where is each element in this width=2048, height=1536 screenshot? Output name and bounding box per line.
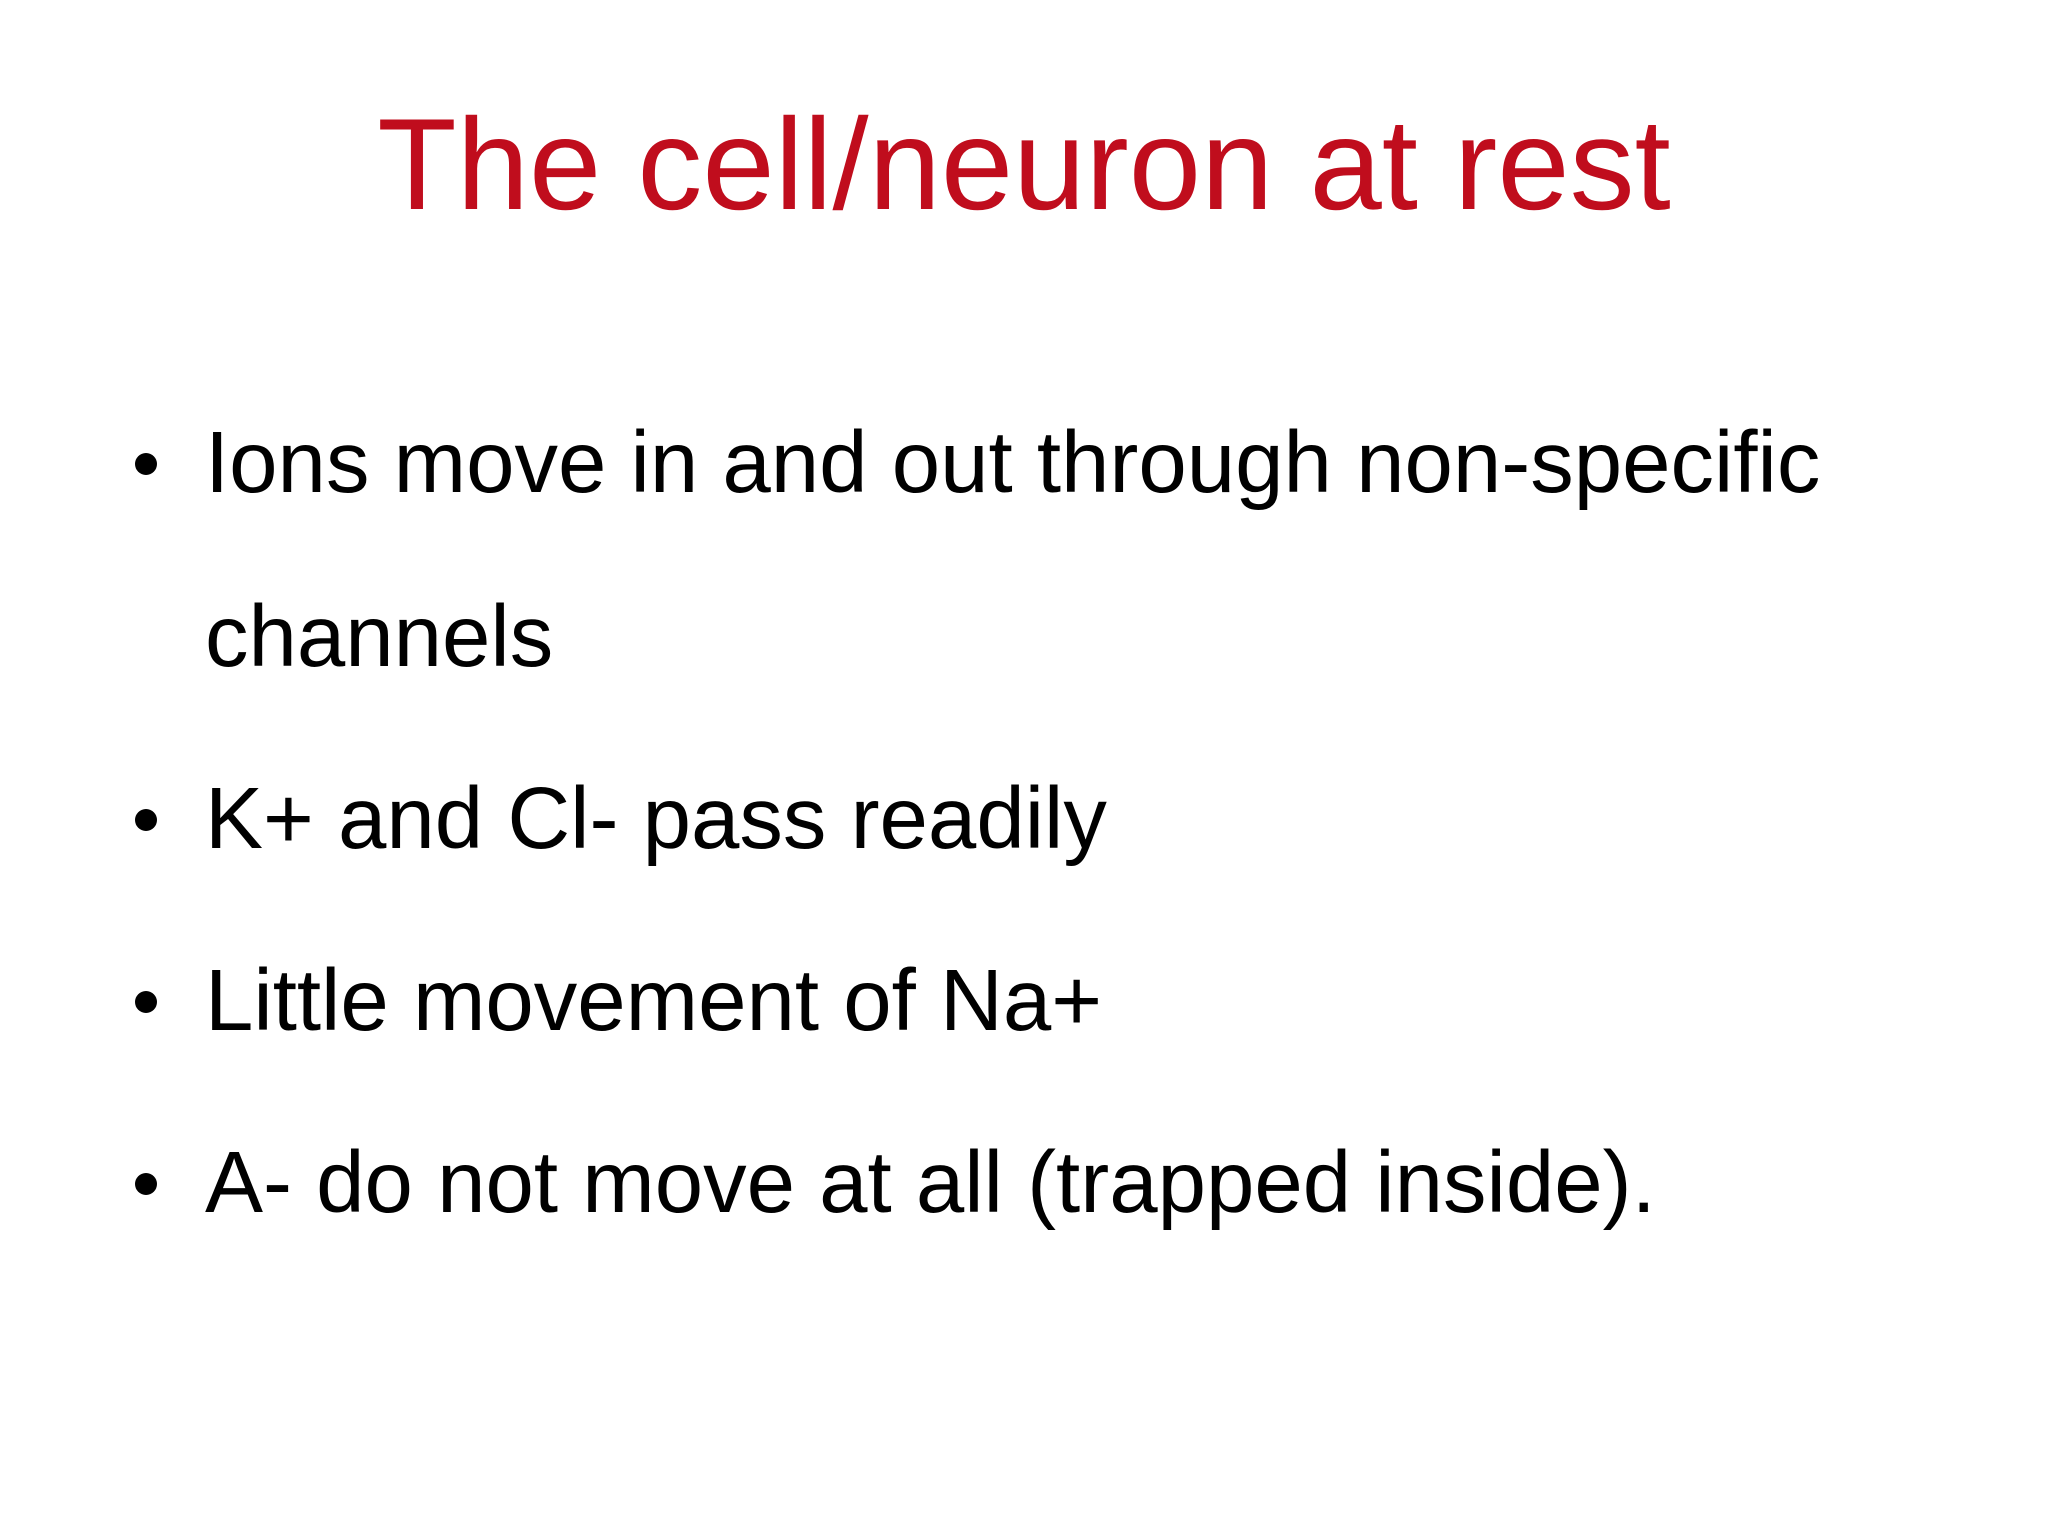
bullet-point-icon — [135, 453, 157, 475]
bullet-text: Little movement of Na+ — [205, 952, 1103, 1049]
bullet-item: Ions move in and out through non-specifi… — [135, 376, 1948, 724]
slide-title: The cell/neuron at rest — [377, 91, 1671, 237]
bullet-text: A- do not move at all (trapped inside). — [205, 1134, 1656, 1231]
bullet-point-icon — [135, 809, 157, 831]
bullet-point-icon — [135, 1173, 157, 1195]
bullet-item: K+ and Cl- pass readily — [135, 732, 1948, 906]
bullet-text: K+ and Cl- pass readily — [205, 770, 1107, 867]
bullet-list: Ions move in and out through non-specifi… — [135, 376, 1948, 1270]
bullet-item: A- do not move at all (trapped inside). — [135, 1096, 1948, 1270]
bullet-item: Little movement of Na+ — [135, 914, 1948, 1088]
bullet-text: Ions move in and out through non-specifi… — [205, 414, 1821, 685]
bullet-point-icon — [135, 991, 157, 1013]
